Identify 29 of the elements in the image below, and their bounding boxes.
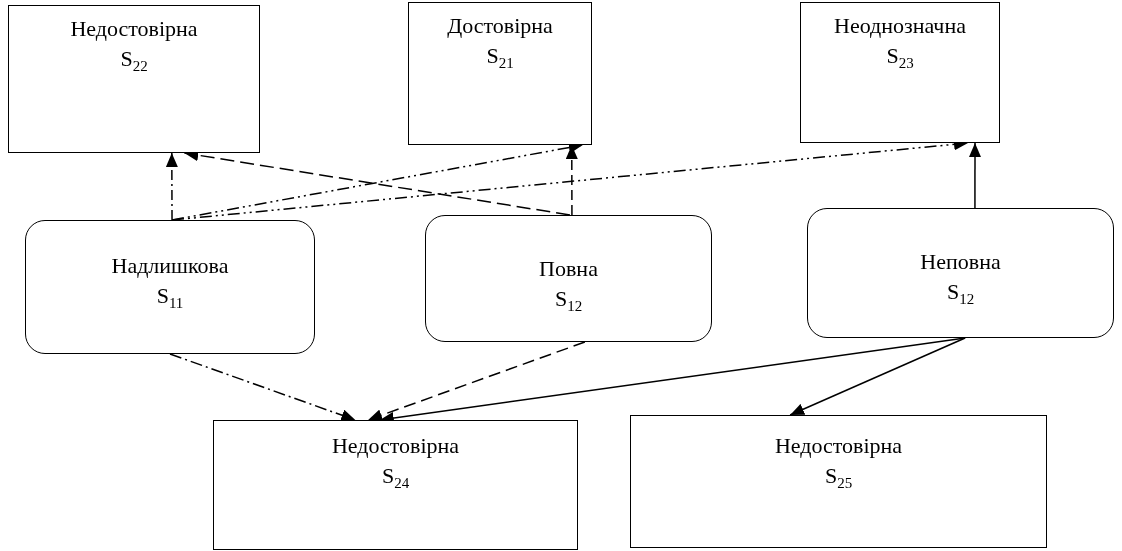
- state-name: Достовірна: [447, 12, 553, 40]
- state-symbol: S$_{22}$: [120, 45, 148, 77]
- state-symbol: S$_{23}$: [886, 42, 914, 74]
- state-symbol: S$_{24}$: [381, 462, 410, 494]
- state-name: Неповна: [920, 248, 1001, 276]
- arrow: [169, 353, 357, 421]
- state-name: Недостовірна: [331, 432, 460, 460]
- state-name: Неоднозначна: [834, 12, 966, 40]
- rounded-box: [25, 220, 315, 354]
- state-name: Надлишкова: [111, 252, 229, 280]
- arrow: [165, 152, 178, 221]
- arrow: [969, 142, 981, 209]
- state-symbol: S$_{12}$: [946, 278, 975, 310]
- state-name: Недостовірна: [774, 432, 903, 460]
- state-name: Недостовірна: [70, 15, 198, 43]
- state-box: [213, 420, 578, 550]
- state-name: Повна: [539, 255, 598, 283]
- state-box: [630, 415, 1047, 548]
- state-box: [8, 5, 260, 153]
- rounded-box: [425, 215, 712, 342]
- state-box: [800, 2, 1000, 143]
- rounded-box: [807, 208, 1114, 338]
- arrow: [789, 337, 966, 416]
- state-symbol: S$_{25}$: [824, 462, 853, 494]
- state-box: [408, 2, 592, 145]
- state-symbol: S$_{11}$: [156, 282, 184, 314]
- arrow: [367, 341, 586, 421]
- state-symbol: S$_{21}$: [486, 42, 514, 74]
- state-symbol: S$_{12}$: [554, 285, 583, 317]
